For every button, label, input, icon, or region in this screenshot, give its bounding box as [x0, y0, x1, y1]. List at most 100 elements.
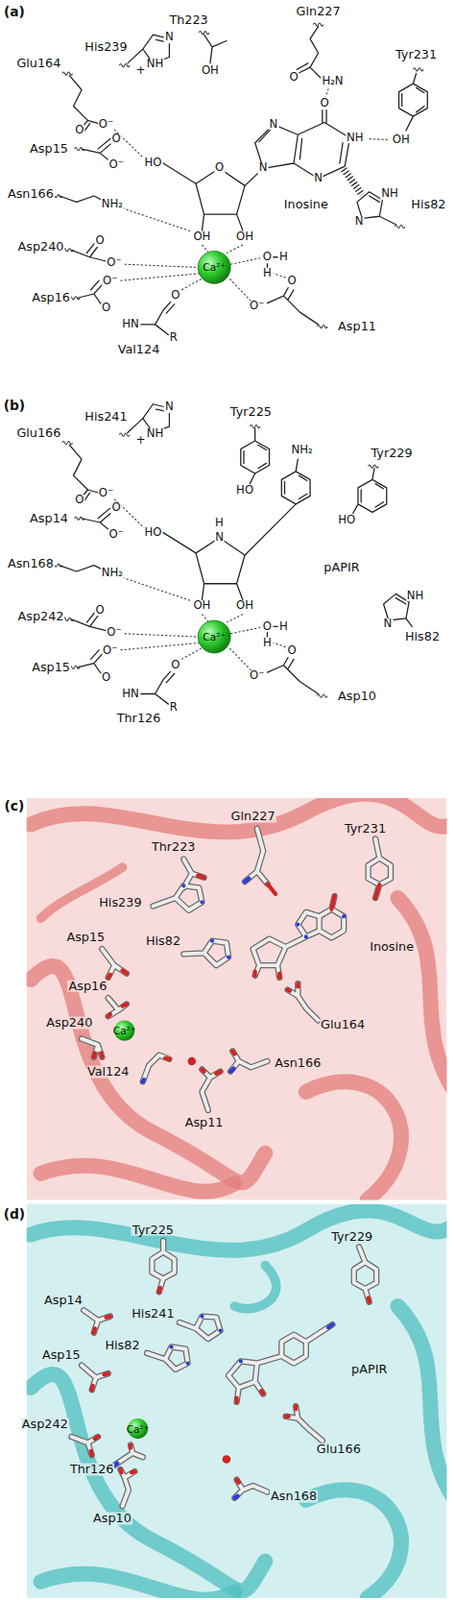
atom-label: H	[278, 251, 289, 264]
panel-letter: (b)	[2, 399, 27, 413]
atom-label: OH	[235, 231, 255, 243]
atom-label: O	[95, 604, 106, 617]
ion-label: Ca²⁺	[125, 1423, 151, 1435]
atom-label: N	[312, 172, 324, 185]
atom-label: H	[278, 621, 289, 633]
residue-label: Asn168	[269, 1489, 318, 1503]
atom-label: OH	[235, 599, 255, 612]
residue-label: Gln227	[295, 4, 342, 18]
atom-label: O⁻	[248, 300, 265, 312]
residue-label: Tyr231	[394, 48, 438, 62]
atom-label: O	[287, 71, 299, 84]
atom-label: O	[111, 133, 122, 145]
residue-label: Glu166	[315, 1442, 362, 1456]
atom-label: O⁻	[97, 119, 115, 131]
panel-letter: (a)	[2, 5, 26, 20]
panel-c-render	[26, 797, 448, 1200]
residue-label: Thr126	[69, 1462, 116, 1476]
panel-letter: (c)	[2, 799, 25, 814]
atom-label: N	[164, 31, 175, 44]
atom-label: O	[100, 671, 112, 684]
atom-label: NH	[406, 590, 426, 602]
residue-label: Inosine	[283, 197, 330, 211]
atom-label: H	[262, 637, 273, 649]
atom-label: O	[262, 251, 273, 264]
atom-label: O	[100, 302, 112, 314]
residue-label: Asp15	[41, 1348, 82, 1362]
ion-label: Ca²⁺	[201, 631, 227, 643]
atom-label: HN	[120, 688, 141, 700]
atom-label: O	[111, 502, 122, 514]
atom-label: HN	[120, 318, 141, 331]
residue-label: Inosine	[368, 940, 415, 954]
residue-label: Asn168	[6, 556, 55, 570]
atom-label: HO	[235, 484, 255, 497]
residue-label: His239	[83, 40, 128, 53]
residue-label: Asp240	[45, 1015, 94, 1029]
atom-label: NH	[345, 132, 365, 144]
atom-label: NH₂	[289, 444, 313, 456]
ion-label: Ca²⁺	[112, 1025, 138, 1036]
residue-label: Tyr231	[343, 822, 387, 836]
residue-label: Asp15	[65, 930, 106, 943]
panel-a-scheme	[51, 23, 428, 336]
residue-label: Asp242	[17, 609, 66, 623]
atom-label: O	[169, 659, 181, 671]
atom-label: O⁻	[97, 488, 115, 501]
residue-label: His241	[83, 409, 128, 423]
residue-label: Th223	[167, 14, 209, 27]
atom-label: OH	[200, 66, 220, 78]
residue-label: His82	[144, 933, 182, 947]
atom-label: O	[73, 124, 85, 137]
residue-label: Tyr225	[131, 1222, 175, 1236]
atom-label: H₂N	[320, 75, 344, 88]
atom-label: NH	[145, 58, 166, 71]
atom-label: O⁻	[248, 670, 265, 682]
residue-label: His239	[97, 895, 143, 909]
residue-label: Glu166	[15, 426, 62, 439]
atom-label: O	[214, 163, 225, 175]
atom-label: O	[286, 645, 297, 657]
residue-label: Gln227	[230, 810, 277, 823]
atom-label: N	[383, 619, 394, 631]
residue-label: Thr223	[150, 840, 197, 854]
atom-label: NH	[380, 188, 400, 200]
atom-label: +	[135, 434, 147, 447]
residue-label: His241	[130, 1306, 175, 1319]
residue-label: Asn166	[273, 1056, 322, 1070]
atom-label: O	[318, 98, 330, 111]
residue-label: Asp15	[30, 661, 72, 674]
residue-label: Asp10	[92, 1511, 133, 1525]
atom-label: HO	[143, 157, 163, 169]
residue-label: His82	[409, 197, 447, 211]
atom-label: NH	[145, 428, 166, 440]
residue-label: Glu164	[319, 1018, 366, 1031]
atom-label: O	[95, 235, 106, 247]
atom-label: NH₂	[100, 567, 124, 579]
atom-label: N	[267, 119, 279, 131]
atom-label: N	[354, 215, 365, 228]
atom-label: OH	[191, 231, 212, 243]
atom-label: +	[135, 66, 147, 78]
residue-label: Asp10	[336, 689, 378, 702]
atom-label: HO	[143, 526, 163, 539]
atom-label: O	[262, 621, 273, 633]
residue-label: Asp16	[67, 979, 108, 992]
atom-label: N	[258, 163, 269, 175]
atom-label: NH₂	[100, 198, 124, 211]
atom-label: HO	[336, 514, 357, 527]
atom-label: O	[169, 289, 181, 302]
residue-label: Asp16	[30, 291, 72, 305]
atom-label: H	[214, 517, 225, 529]
residue-label: His82	[103, 1338, 141, 1351]
panel-letter: (d)	[2, 1207, 27, 1222]
atom-label: OH	[191, 599, 212, 612]
atom-label: R	[168, 701, 179, 714]
residue-label: pAPIR	[322, 560, 360, 574]
residue-label: Tyr229	[370, 446, 414, 459]
residue-label: Asp242	[21, 1416, 70, 1430]
residue-label: Thr126	[116, 712, 163, 725]
atom-label: N	[164, 401, 175, 413]
atom-label: O	[73, 494, 85, 506]
